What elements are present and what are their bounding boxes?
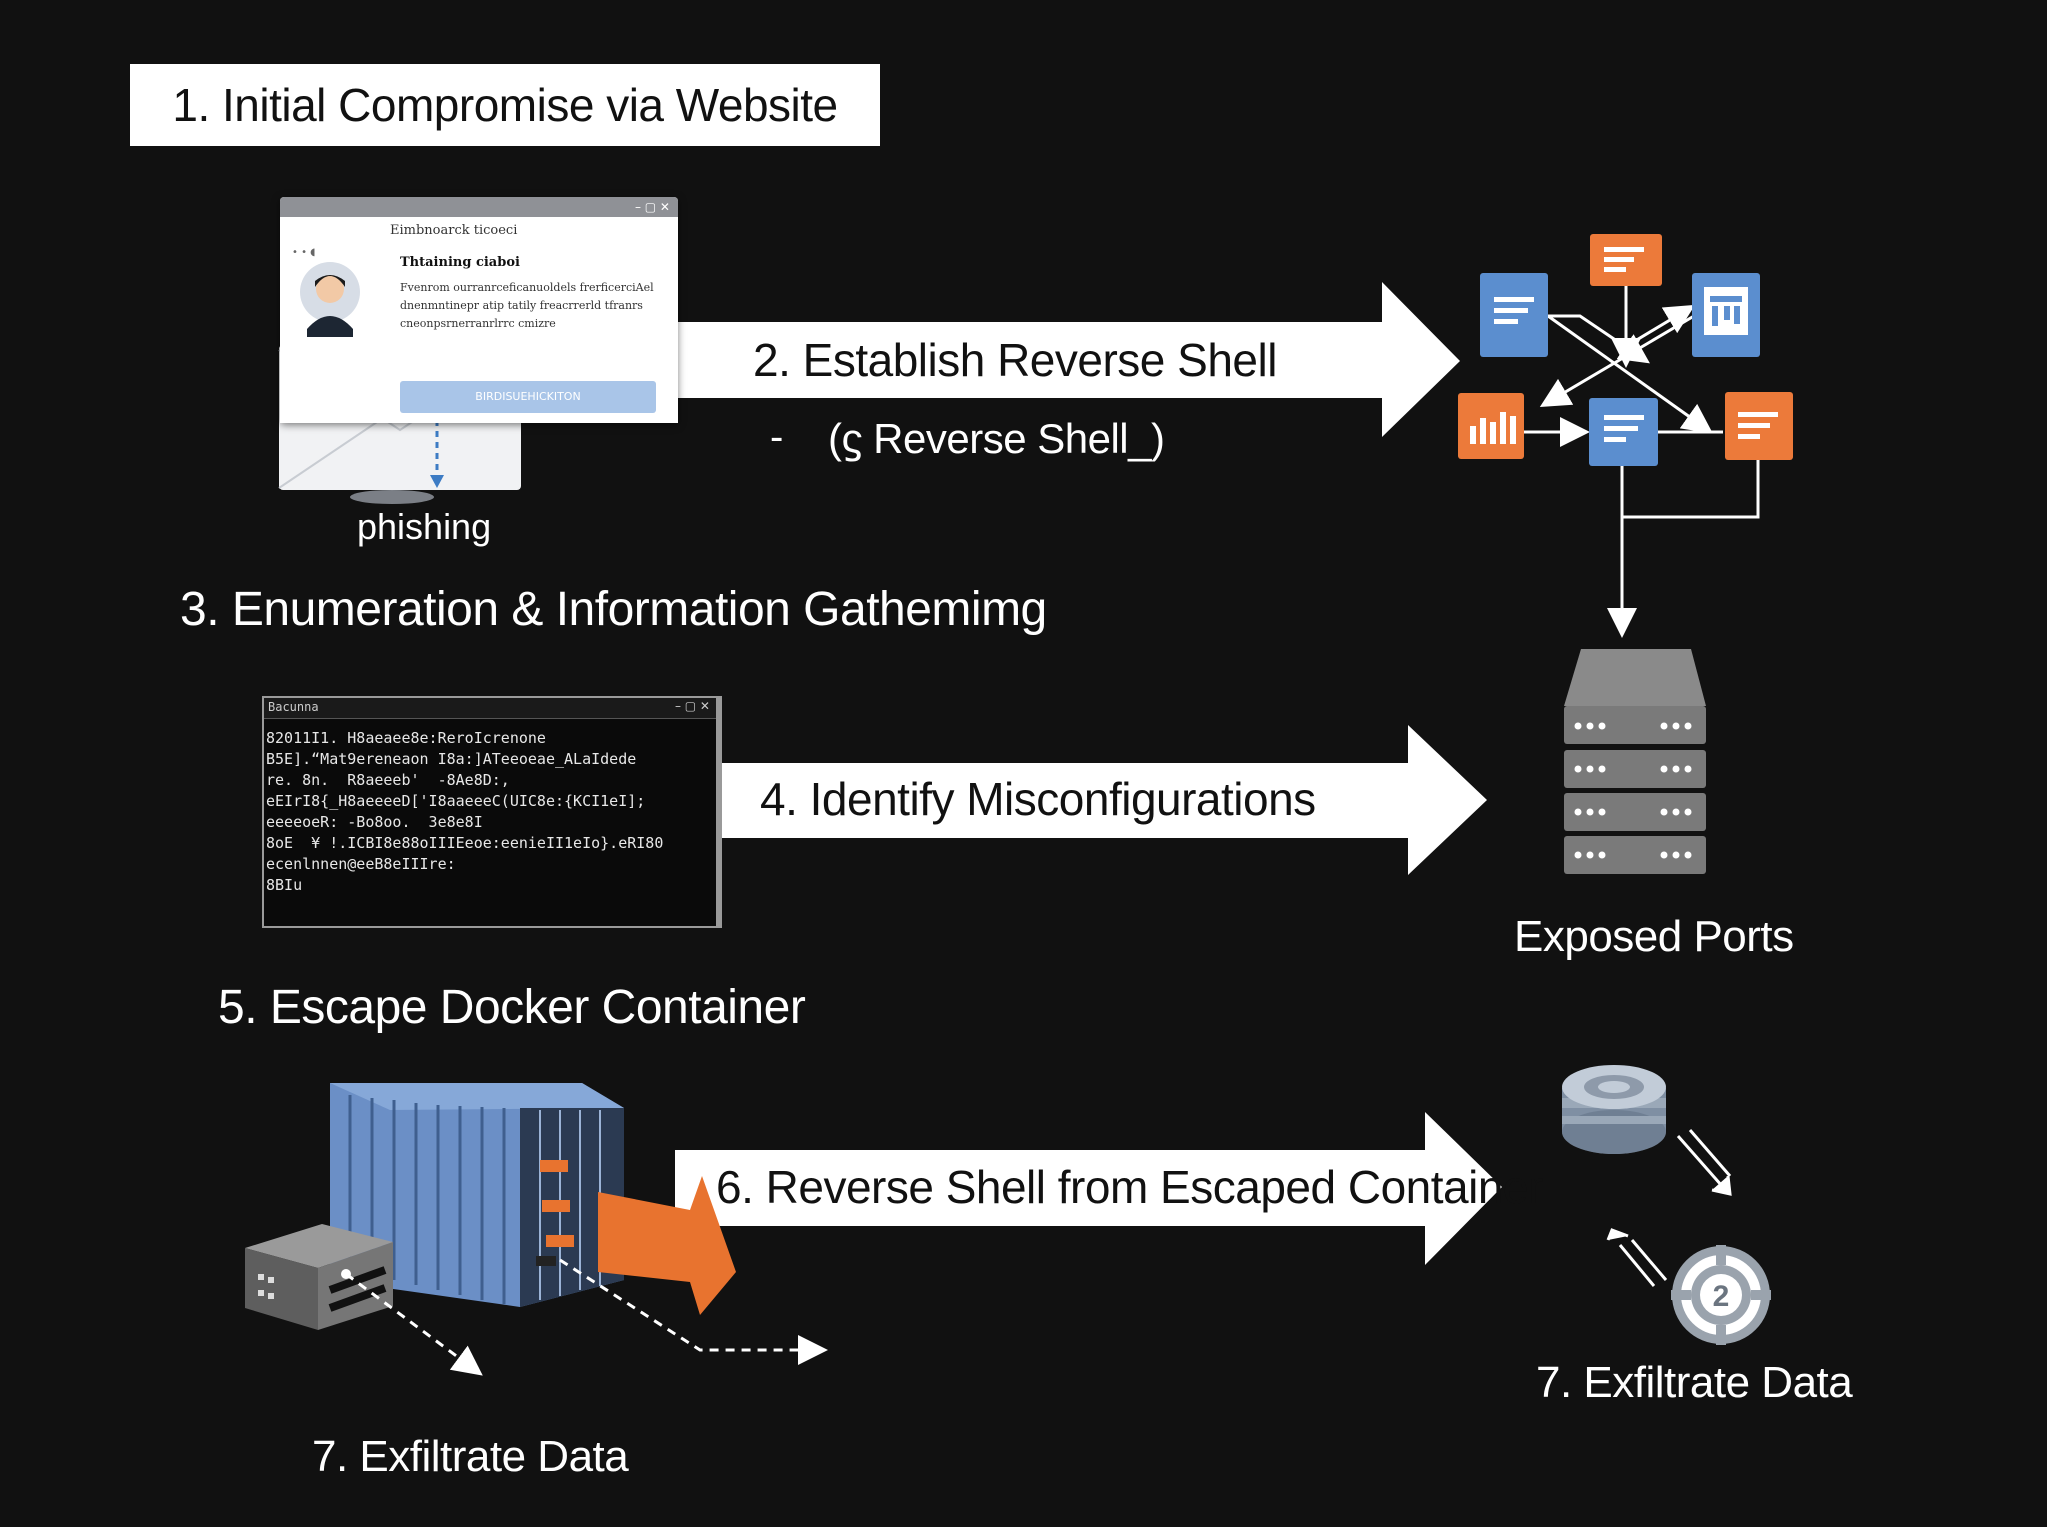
svg-text:2: 2: [1713, 1280, 1730, 1313]
panel-text-line: dnenmntinepr atip tatily freacrrerld tfr…: [400, 299, 643, 312]
terminal-line: ecenlnnen@eeB8eIIIre:: [266, 855, 456, 873]
arrow-step4: [715, 725, 1487, 875]
server-box-icon: [245, 1224, 393, 1330]
step4-label: 4. Identify Misconfigurations: [760, 773, 1316, 825]
step2-sub-label: (ϛ Reverse Shell_): [828, 415, 1165, 462]
terminal-output: 82011I1. H8aeaee8e:ReroIcrenone B5E].“Ma…: [266, 728, 712, 896]
window-controls-icon[interactable]: – ▢ ✕: [634, 200, 670, 214]
database-icon: [1562, 1065, 1666, 1154]
terminal-line: 8BIu: [266, 876, 303, 894]
arrow-step6: [675, 1112, 1502, 1265]
exfil-arrows-right: [1606, 1129, 1732, 1287]
target-icon: 2: [1671, 1245, 1771, 1345]
network-node-chart-orange: [1458, 393, 1524, 459]
terminal-window: Bacunna – ▢ ✕ 82011I1. H8aeaee8e:ReroIcr…: [262, 696, 722, 928]
step3-title: 3. Enumeration & Information Gathemimg: [180, 583, 1047, 636]
phishing-label: phishing: [357, 506, 492, 547]
avatar: [300, 262, 360, 337]
exposed-ports-label: Exposed Ports: [1514, 912, 1794, 961]
step5-title: 5. Escape Docker Container: [218, 981, 806, 1034]
step1-title: 1. Initial Compromise via Website: [130, 64, 880, 146]
step7-left-label: 7. Exfiltrate Data: [312, 1432, 629, 1481]
step2-label: 2. Establish Reverse Shell: [753, 334, 1277, 386]
network-node-top-orange: [1590, 234, 1662, 286]
window-titlebar: – ▢ ✕: [280, 197, 678, 217]
terminal-line: 82011I1. H8aeaee8e:ReroIcrenone: [266, 729, 546, 747]
terminal-line: re. 8n. R8aeeeb' -8Ae8D:,: [266, 771, 510, 789]
step2-sub-dash: -: [770, 415, 783, 459]
step6-label: 6. Reverse Shell from Escaped Container: [716, 1161, 1543, 1213]
network-node-right-orange: [1725, 392, 1793, 460]
network-node-left-blue: [1480, 273, 1548, 357]
network-node-right-blue: [1692, 273, 1760, 357]
terminal-title: Bacunna: [268, 700, 319, 714]
server-rack-icon: [1564, 649, 1706, 874]
network-connections: [1524, 286, 1760, 638]
exfil-dashed-arrows: [345, 1258, 828, 1376]
panel-text-line: cneonpsrnerranrlrrc cmizre: [400, 317, 556, 330]
step7-right-label: 7. Exfiltrate Data: [1536, 1358, 1853, 1407]
sidebar-dots-icon: • • ◖: [292, 247, 316, 258]
terminal-line: eeeeoeR: -Bo8oo. 3e8e8I: [266, 813, 483, 831]
terminal-line: 8oE ¥ !.ICBI8e88oIIIEeoe:eenieII1eIo}.eR…: [266, 834, 664, 852]
terminal-line: B5E].“Mat9ereneaon I8a:]ATeeoeae_ALaIded…: [266, 750, 637, 768]
phishing-submit-button[interactable]: BIRDISUEHICKITON: [400, 381, 656, 413]
panel-header: Eimbnoarck ticoeci: [390, 223, 518, 238]
window-sidebar: • • ◖: [280, 217, 381, 423]
panel-title: Thtaining ciaboi: [400, 255, 520, 270]
escape-arrow: [598, 1176, 736, 1315]
terminal-titlebar: Bacunna – ▢ ✕: [264, 698, 716, 719]
phishing-dialog-panel: Eimbnoarck ticoeci Thtaining ciaboi Fven…: [380, 217, 678, 423]
terminal-controls-icon[interactable]: – ▢ ✕: [674, 699, 710, 713]
phishing-browser-window: – ▢ ✕ • • ◖ Eimbnoarck ticoeci Thtaining…: [280, 197, 678, 423]
panel-text-line: Fvenrom ourranrceficanuoldels frerficerc…: [400, 281, 654, 294]
network-node-center-blue: [1589, 398, 1658, 466]
arrow-step2: [675, 282, 1460, 437]
terminal-line: eEIrI8{_H8aeeeeD['I8aaeeeC(UIC8e:{KCI1eI…: [266, 792, 646, 810]
